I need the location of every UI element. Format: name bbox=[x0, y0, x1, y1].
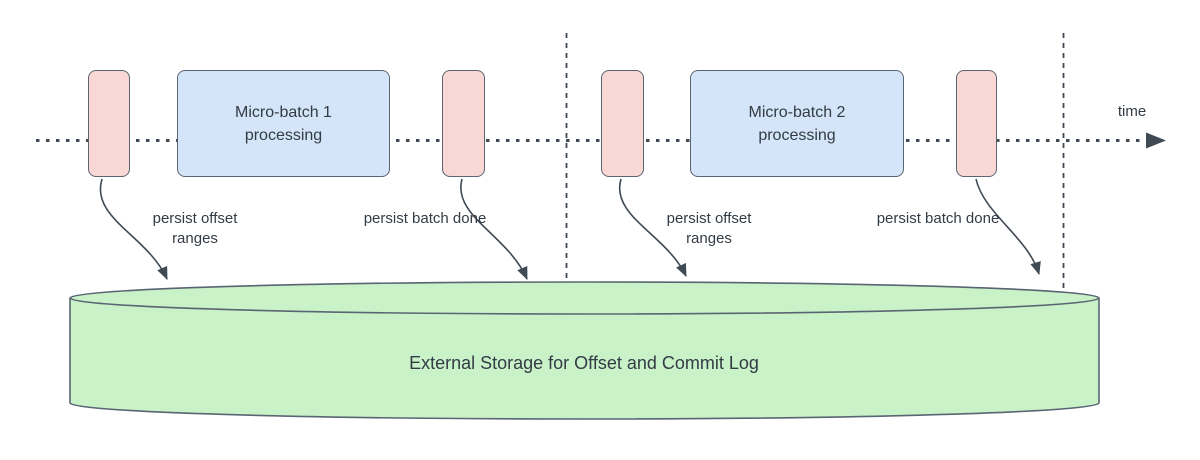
storage-cylinder-top bbox=[69, 281, 1100, 315]
persist-arrow-1 bbox=[99, 178, 168, 280]
offset-persist-bar-1 bbox=[88, 70, 130, 177]
persist-arrow-4 bbox=[975, 178, 1041, 276]
time-axis-label: time bbox=[1117, 103, 1147, 120]
annotation-persist-batch-1: persist batch done bbox=[363, 210, 487, 227]
micro-batch-2-box: Micro-batch 2 processing bbox=[690, 70, 904, 177]
timeline-arrowhead-icon bbox=[1146, 132, 1166, 149]
storage-label: External Storage for Offset and Commit L… bbox=[409, 353, 759, 373]
micro-batch-2-label: Micro-batch 2 processing bbox=[748, 103, 846, 144]
commit-persist-bar-2 bbox=[956, 70, 997, 177]
annotation-persist-offset-2: persist offset ranges bbox=[666, 210, 752, 247]
micro-batch-1-box: Micro-batch 1 processing bbox=[177, 70, 390, 177]
commit-persist-bar-1 bbox=[442, 70, 485, 177]
persist-arrow-3 bbox=[618, 178, 687, 277]
storage-cylinder-body bbox=[69, 298, 1100, 420]
annotation-persist-batch-2: persist batch done bbox=[876, 210, 1000, 227]
persist-arrow-2 bbox=[460, 178, 528, 280]
micro-batch-1-label: Micro-batch 1 processing bbox=[235, 103, 332, 144]
annotation-persist-offset-1: persist offset ranges bbox=[152, 210, 238, 247]
offset-persist-bar-2 bbox=[601, 70, 644, 177]
